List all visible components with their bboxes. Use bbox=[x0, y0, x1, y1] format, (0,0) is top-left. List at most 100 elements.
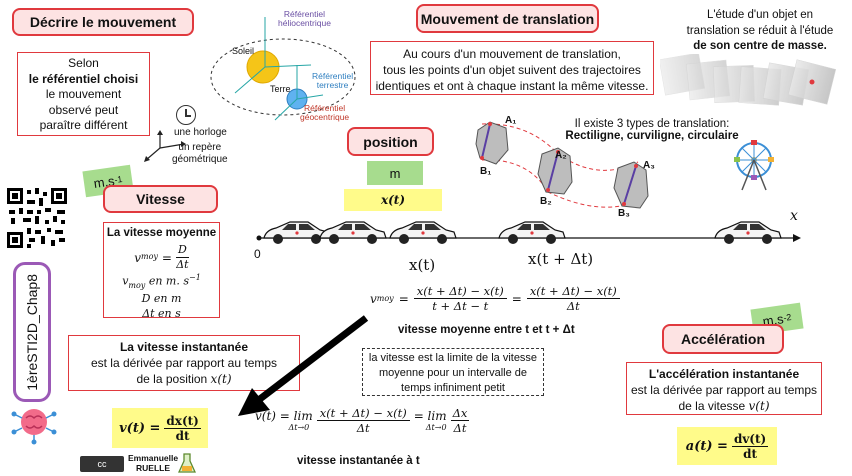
vmoy-den: Δt bbox=[176, 258, 189, 272]
translation-title: Mouvement de translation bbox=[416, 4, 599, 33]
x-axis-label: x bbox=[790, 208, 798, 224]
car-icon-1 bbox=[263, 221, 331, 244]
vmoy-sub: moy bbox=[140, 252, 158, 262]
acceleration-line-3: de la vitesse v(t) bbox=[627, 398, 821, 414]
instant-speed-formula-lhs: v(t) = bbox=[119, 420, 161, 436]
time-unit-line: Δt en s bbox=[142, 306, 181, 320]
vmoy-symbol: v bbox=[134, 250, 141, 265]
acceleration-den: dt bbox=[743, 446, 758, 461]
earth-label: Terre bbox=[270, 84, 291, 94]
brain-network-icon bbox=[11, 409, 57, 445]
point-a3-label: A₃ bbox=[643, 160, 655, 171]
mass-center-line-2: translation se réduit à l'étude bbox=[686, 24, 834, 37]
clock-label: une horloge bbox=[174, 127, 227, 138]
vmoy-large-den-2: Δt bbox=[566, 299, 580, 313]
derivation-arrow-icon bbox=[238, 315, 369, 416]
point-b2-label: B₂ bbox=[540, 196, 552, 207]
terrestrial-label: Référentiel terrestre bbox=[312, 71, 353, 91]
translation-motion-illustration bbox=[660, 54, 837, 106]
referential-text-1: Selon bbox=[68, 56, 99, 70]
cc-license-icon: cc bbox=[80, 456, 124, 472]
mass-center-text: L'étude d'un objet en translation se réd… bbox=[672, 8, 848, 55]
frame-label: un repère géométrique bbox=[172, 142, 228, 165]
terr-label-2: terrestre bbox=[316, 80, 349, 91]
ferris-wheel-icon bbox=[734, 140, 774, 191]
instant-speed-caption: vitesse instantanée à t bbox=[297, 455, 420, 467]
car-icon-2 bbox=[319, 221, 387, 244]
vmoy-unit-line: vmoy en m. s−1 bbox=[104, 273, 219, 292]
geo-label-1: Référentiel bbox=[304, 103, 346, 113]
car-icon-5 bbox=[714, 221, 782, 244]
mass-center-line-3: de son centre de masse. bbox=[693, 40, 827, 53]
helio-label-2: héliocentrique bbox=[278, 18, 331, 29]
speed-title: Vitesse bbox=[103, 185, 218, 213]
position-title: position bbox=[347, 127, 434, 156]
translation-text-1: Au cours d'un mouvement de translation, bbox=[403, 47, 621, 61]
qr-code-icon bbox=[5, 186, 69, 250]
chapter-label: 1èreSTI2D_Chap8 bbox=[13, 262, 51, 402]
instant-speed-num: dx(t) bbox=[164, 413, 201, 429]
acceleration-formula-lhs: a(t) = bbox=[685, 438, 728, 454]
translation-types-intro: Il existe 3 types de translation: bbox=[574, 118, 730, 130]
limit-definition-box: la vitesse est la limite de la vitesse m… bbox=[362, 348, 544, 396]
car-icon-3 bbox=[389, 221, 457, 244]
translation-types-list: Rectiligne, curviligne, circulaire bbox=[565, 130, 739, 142]
author-first: Emmanuelle bbox=[128, 453, 179, 463]
referentials-diagram bbox=[210, 17, 356, 121]
translation-text-3: identiques et ont à chaque instant la mê… bbox=[375, 79, 649, 94]
acceleration-unit-exp: -2 bbox=[782, 312, 793, 324]
vmoy-unit-exp: −1 bbox=[189, 273, 201, 283]
instant-limit-formula: v(t) = lim Δt→0 x(t + Δt) − x(t) Δt = li… bbox=[255, 406, 470, 435]
acceleration-line-2: est la dérivée par rapport au temps bbox=[630, 383, 818, 398]
instant-speed-line-2: est la dérivée par rapport au temps bbox=[90, 356, 278, 371]
acceleration-definition-box: L'accélération instantanée est la dérivé… bbox=[626, 362, 822, 415]
mass-center-line-1: L'étude d'un objet en bbox=[706, 9, 814, 21]
position-x-t-label: x(t) bbox=[409, 256, 436, 274]
translation-types: Il existe 3 types de translation: Rectil… bbox=[562, 118, 742, 142]
acceleration-title: Accélération bbox=[662, 324, 784, 354]
author-name: Emmanuelle RUELLE bbox=[128, 453, 179, 474]
axis-origin-label: 0 bbox=[254, 247, 261, 261]
translation-trajectory-diagram bbox=[475, 121, 649, 209]
translation-definition-box: Au cours d'un mouvement de translation, … bbox=[370, 41, 654, 95]
inst-limit-num: x(t + Δt) − x(t) bbox=[316, 406, 410, 421]
instant-speed-var: x(t) bbox=[210, 372, 232, 387]
vmoy-unit-sub: moy bbox=[128, 281, 146, 291]
inst-limit-den: Δt bbox=[356, 421, 370, 435]
position-x-t-dt-label: x(t + Δt) bbox=[528, 250, 594, 268]
inst-limit-sub-2: Δt→0 bbox=[425, 423, 447, 432]
instant-speed-den: dt bbox=[175, 428, 190, 443]
vmoy-large-den-1: t + Δt − t bbox=[432, 299, 489, 313]
inst-limit-den-2: Δt bbox=[453, 421, 467, 435]
vmoy-num: D bbox=[175, 243, 189, 259]
frame-label-1: un repère bbox=[178, 142, 222, 153]
heliocentric-label: Référentiel héliocentrique bbox=[278, 9, 331, 29]
author-last: RUELLE bbox=[136, 462, 171, 473]
geometric-frame-icon bbox=[144, 130, 186, 162]
limit-line-1: la vitesse est la limite de la vitesse bbox=[368, 352, 538, 364]
referential-box: Selon le référentiel choisi le mouvement… bbox=[17, 52, 150, 136]
instant-speed-box: La vitesse instantanée est la dérivée pa… bbox=[68, 335, 300, 391]
describe-motion-title: Décrire le mouvement bbox=[12, 8, 194, 36]
instant-speed-line-3: de la position x(t) bbox=[69, 371, 299, 387]
sun-label: Soleil bbox=[232, 46, 255, 56]
translation-text-2: tous les points d'un objet suivent des t… bbox=[383, 63, 641, 78]
acceleration-formula: a(t) = dv(t) dt bbox=[677, 427, 777, 465]
frame-label-2: géométrique bbox=[172, 153, 228, 165]
inst-limit-2: = lim bbox=[413, 409, 447, 423]
acceleration-line-3-text: de la vitesse bbox=[678, 399, 746, 414]
referential-text-3: le mouvement bbox=[45, 87, 122, 102]
distance-unit-line: D en m bbox=[141, 291, 182, 305]
helio-label-1: Référentiel bbox=[283, 9, 326, 19]
acceleration-num: dv(t) bbox=[731, 431, 769, 447]
inst-limit-num-2: Δx bbox=[450, 406, 470, 421]
clock-icon bbox=[176, 105, 196, 125]
instant-speed-title: La vitesse instantanée bbox=[119, 340, 249, 354]
acceleration-line-1: L'accélération instantanée bbox=[648, 367, 800, 381]
average-speed-title: La vitesse moyenne bbox=[106, 227, 217, 239]
point-b1-label: B₁ bbox=[480, 166, 492, 177]
point-a2-label: A₂ bbox=[555, 150, 567, 161]
